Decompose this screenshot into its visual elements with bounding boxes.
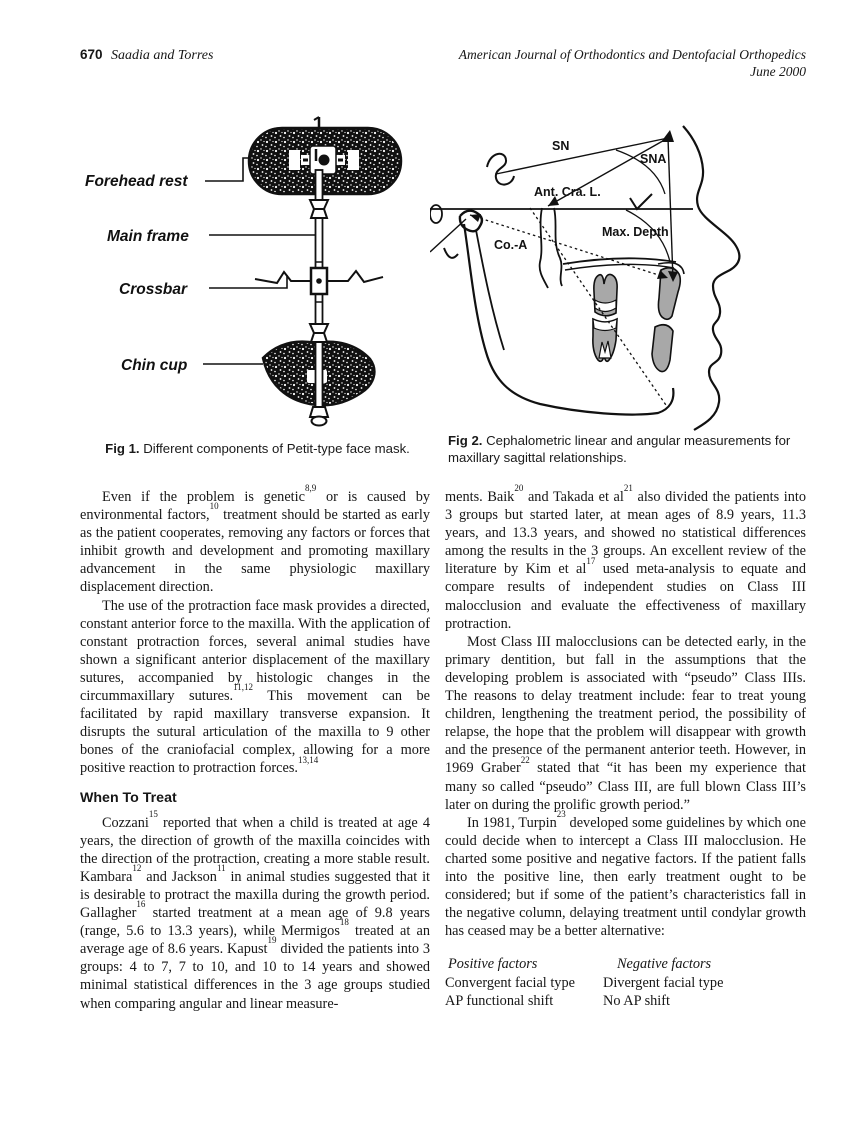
fig2-caption: Fig 2. Cephalometric linear and angular … (448, 433, 810, 466)
crossbar-assembly (254, 266, 384, 296)
paragraph-ments-baik: ments. Baik20 and Takada et al21 also di… (445, 483, 806, 632)
page-number: 670 (80, 47, 103, 62)
journal-title: American Journal of Orthodontics and Den… (458, 47, 806, 62)
teeth (592, 266, 682, 373)
factors-cell: Divergent facial type (603, 974, 724, 991)
paragraph-cozzani: Cozzani15 reported that when a child is … (80, 808, 431, 1012)
fig1-leader-lines (203, 157, 315, 365)
factors-cell: No AP shift (603, 993, 670, 1010)
fig2-label-sna: SNA (640, 152, 666, 166)
fig2-caption-label: Fig 2. (448, 433, 483, 448)
fig2-label-ant-cra-l: Ant. Cra. L. (534, 185, 601, 199)
figure-2-cephalometric-tracing: SN SNA Ant. Cra. L. Max. Depth Co.-A (430, 125, 741, 431)
running-header-left: 670 Saadia and Torres (80, 47, 213, 64)
factors-cell: Convergent facial type (445, 974, 575, 991)
section-heading-when-to-treat: When To Treat (80, 789, 177, 806)
fig1-label-main-frame: Main frame (107, 228, 189, 245)
left-column: Even if the problem is genetic8,9 or is … (80, 483, 431, 1013)
paragraph-genetic: Even if the problem is genetic8,9 or is … (80, 483, 431, 596)
forehead-rest-pad (247, 116, 403, 196)
figure-1-face-mask: Forehead rest Main frame Crossbar Chin c… (85, 116, 403, 427)
fig1-label-chin-cup: Chin cup (121, 357, 187, 374)
arrowheads (470, 130, 678, 282)
factors-cell: AP functional shift (445, 993, 554, 1010)
fig2-label-max-depth: Max. Depth (602, 225, 669, 239)
fig1-caption: Fig 1. Different components of Petit-typ… (85, 441, 430, 458)
paragraph-most-class-iii: Most Class III malocclusions can be dete… (445, 633, 806, 813)
paragraph-face-mask: The use of the protraction face mask pro… (80, 597, 430, 777)
fig1-label-crossbar: Crossbar (119, 281, 188, 298)
skull-outline (430, 125, 741, 431)
fig2-label-co-a: Co.-A (494, 238, 527, 252)
journal-issue: June 2000 (750, 64, 806, 79)
measurement-lines (430, 137, 693, 409)
factors-header-positive: Positive factors (448, 956, 538, 973)
paragraph-turpin: In 1981, Turpin23 developed some guideli… (445, 808, 806, 940)
factors-table: Positive factors Negative factors Conver… (445, 955, 806, 1011)
fig2-label-sn: SN (552, 139, 569, 153)
running-header-right: American Journal of Orthodontics and Den… (340, 46, 806, 80)
header-authors: Saadia and Torres (111, 48, 214, 63)
fig1-caption-text: Different components of Petit-type face … (143, 441, 410, 456)
factors-header-negative: Negative factors (617, 956, 712, 973)
fig1-label-forehead-rest: Forehead rest (85, 173, 188, 190)
fig1-caption-label: Fig 1. (105, 441, 140, 456)
fig2-caption-text: Cephalometric linear and angular measure… (448, 433, 791, 465)
right-column: ments. Baik20 and Takada et al21 also di… (445, 483, 806, 1011)
